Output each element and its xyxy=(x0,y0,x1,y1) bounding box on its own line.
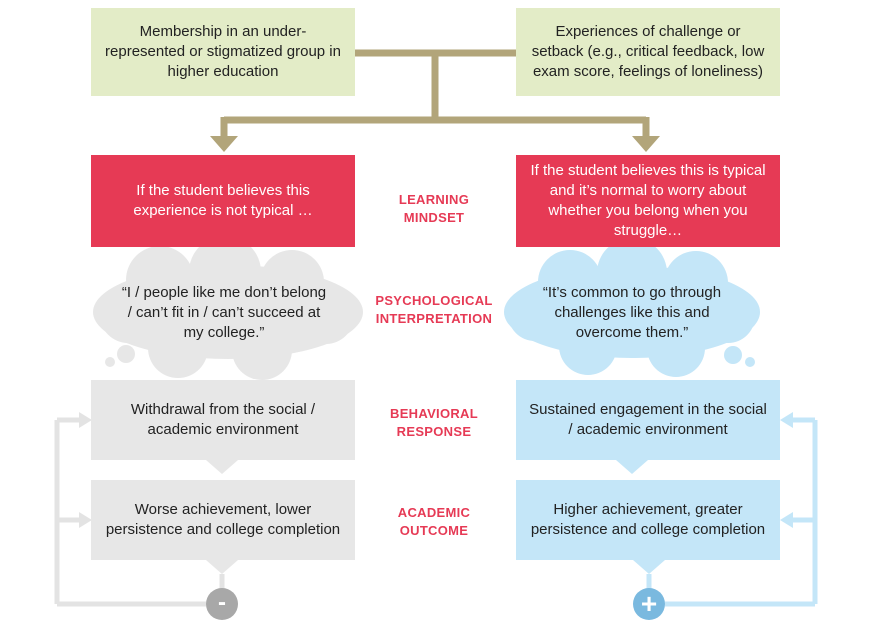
left-interpretation-text: “I / people like me don’t belong / can’t… xyxy=(121,284,327,341)
left-belief-box: If the student believes this experience … xyxy=(91,155,355,247)
right-thought-cloud xyxy=(504,238,760,377)
challenge-setback-text: Experiences of challenge or setback (e.g… xyxy=(531,23,765,80)
left-behavior-box: Withdrawal from the social / academic en… xyxy=(91,380,355,460)
right-behavior-text: Sustained engagement in the social / aca… xyxy=(529,401,767,438)
right-loop-arrow-outcome xyxy=(780,512,793,528)
academic-outcome-label: ACADEMIC OUTCOME xyxy=(397,505,471,538)
top-connector xyxy=(220,49,650,138)
right-feedback-loop xyxy=(646,417,818,607)
left-belief-text: If the student believes this experience … xyxy=(133,182,313,219)
right-outcome-box: Higher achievement, greater persistence … xyxy=(516,480,780,560)
left-behavior-text: Withdrawal from the social / academic en… xyxy=(130,401,316,438)
right-loop-arrow-behavior xyxy=(780,412,793,428)
pointer-left-outcome xyxy=(206,560,238,574)
right-behavior-box: Sustained engagement in the social / aca… xyxy=(516,380,780,460)
left-feedback-loop xyxy=(54,417,225,607)
right-interpretation-text: “It’s common to go through challenges li… xyxy=(542,284,722,341)
arrow-down-right xyxy=(632,136,660,152)
pointer-left-behavior xyxy=(206,460,238,474)
pointer-right-behavior xyxy=(616,460,648,474)
learning-mindset-label: LEARNING MINDSET xyxy=(398,192,470,225)
psychological-interpretation-label: PSYCHOLOGICAL INTERPRETATION xyxy=(375,293,493,326)
plus-symbol: + xyxy=(640,588,658,619)
minus-circle xyxy=(206,588,238,620)
left-loop-arrow-behavior xyxy=(79,412,92,428)
left-outcome-box: Worse achievement, lower persistence and… xyxy=(91,480,355,560)
challenge-setback-box: Experiences of challenge or setback (e.g… xyxy=(516,8,780,96)
group-membership-text: Membership in an under-represented or st… xyxy=(105,23,341,80)
pointer-right-outcome xyxy=(633,560,665,574)
left-thought-cloud xyxy=(93,236,363,380)
minus-symbol: - xyxy=(218,589,226,616)
right-belief-box: If the student believes this is typical … xyxy=(516,155,780,247)
behavioral-response-label: BEHAVIORAL RESPONSE xyxy=(390,406,478,439)
left-loop-arrow-outcome xyxy=(79,512,92,528)
group-membership-box: Membership in an under-represented or st… xyxy=(91,8,355,96)
arrow-down-left xyxy=(210,136,238,152)
left-outcome-text: Worse achievement, lower persistence and… xyxy=(105,501,341,538)
right-belief-text: If the student believes this is typical … xyxy=(530,162,766,239)
plus-circle xyxy=(633,588,665,620)
right-outcome-text: Higher achievement, greater persistence … xyxy=(530,501,766,538)
